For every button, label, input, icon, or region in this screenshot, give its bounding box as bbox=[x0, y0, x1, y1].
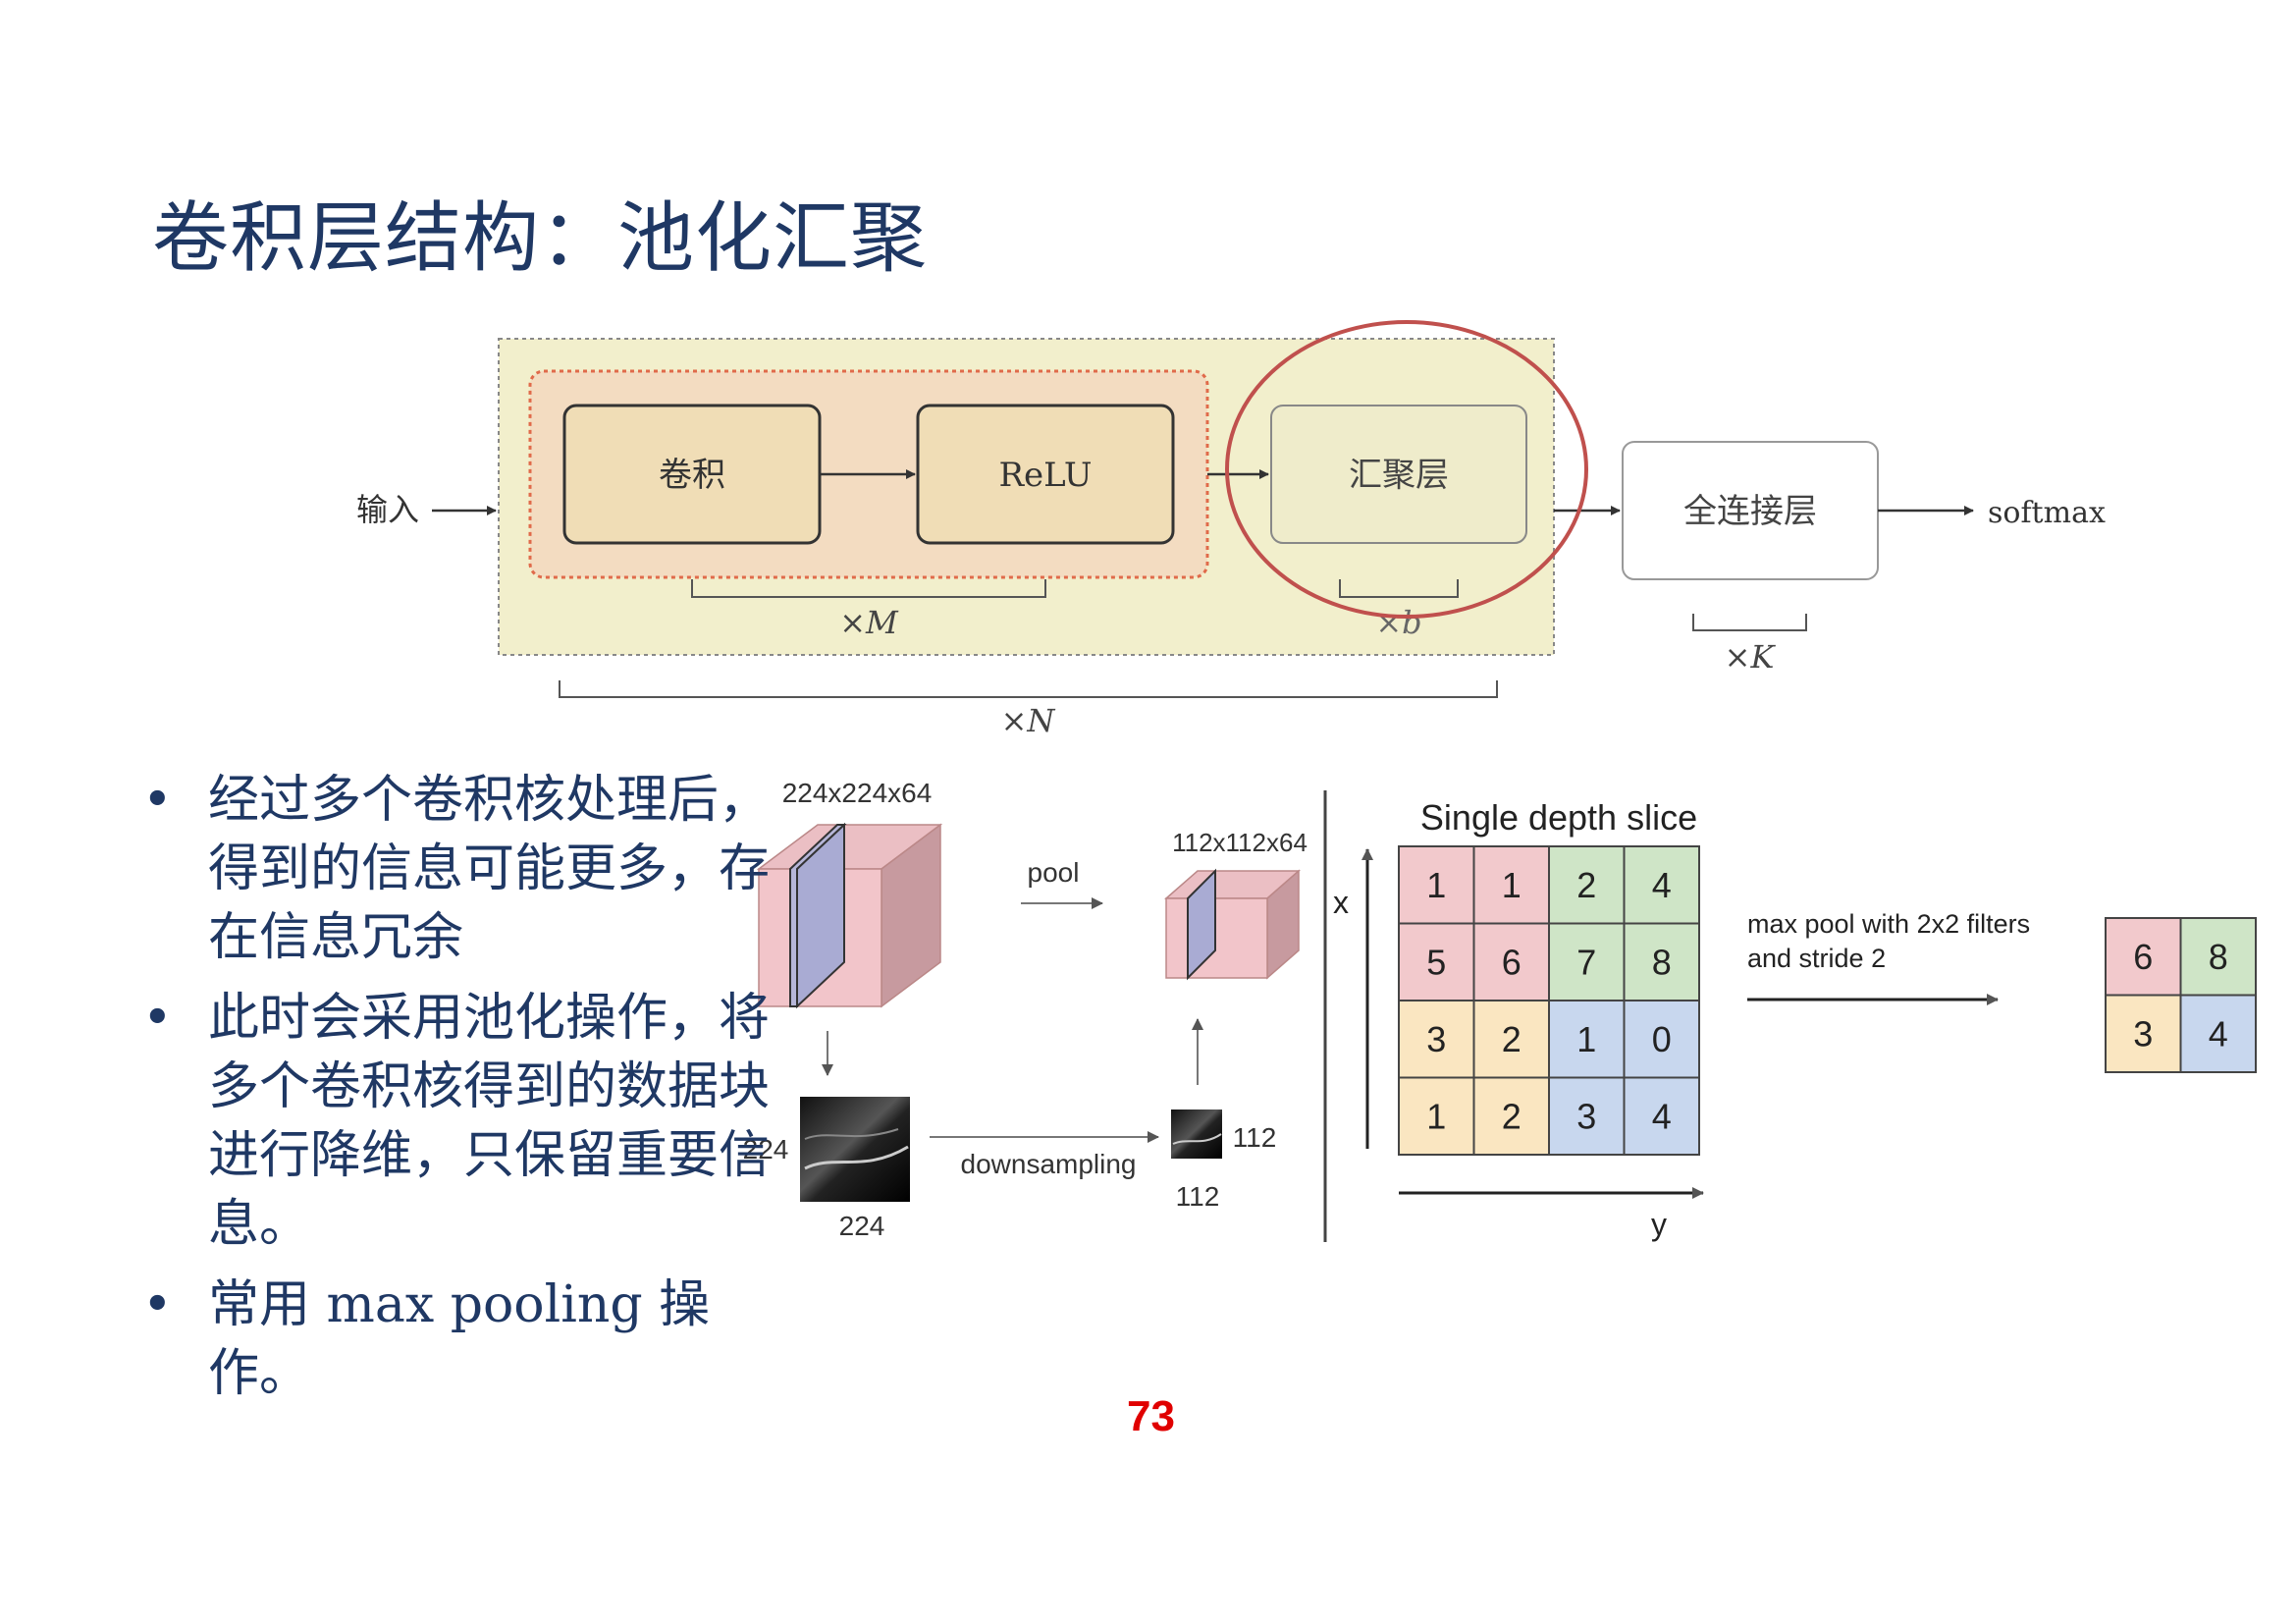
bullet-list: 经过多个卷积核处理后，得到的信息可能更多，存在信息冗余 此时会采用池化操作，将多… bbox=[137, 766, 775, 1420]
output-width: 112 bbox=[1176, 1181, 1220, 1212]
caption-line2: and stride 2 bbox=[1747, 944, 1886, 973]
grid-value: 3 bbox=[1426, 1019, 1446, 1059]
grid-value: 1 bbox=[1426, 865, 1446, 905]
repeat-b: ×b bbox=[1375, 604, 1421, 641]
grid-value: 3 bbox=[1576, 1097, 1596, 1137]
grid-value: 4 bbox=[1652, 1097, 1672, 1137]
grid-value: 6 bbox=[2133, 937, 2153, 977]
bullet-item: 此时会采用池化操作，将多个卷积核得到的数据块进行降维，只保留重要信息。 bbox=[137, 984, 775, 1259]
output-feature-map bbox=[1171, 1110, 1222, 1159]
bullet-item: 常用 max pooling 操作。 bbox=[137, 1271, 775, 1408]
pool-label: 汇聚层 bbox=[1349, 456, 1449, 495]
input-grid: 1 1 2 4 5 6 7 8 3 2 1 0 1 2 3 4 bbox=[1399, 846, 1699, 1155]
caption-line1: max pool with 2x2 filters bbox=[1747, 909, 2030, 939]
grid-value: 2 bbox=[1502, 1097, 1522, 1137]
downsampling-label: downsampling bbox=[961, 1149, 1137, 1179]
output-volume-front bbox=[1166, 898, 1267, 978]
input-dims: 224x224x64 bbox=[782, 778, 933, 808]
grid-value: 4 bbox=[1652, 865, 1672, 905]
input-label: 输入 bbox=[356, 491, 419, 528]
grid-value: 1 bbox=[1426, 1097, 1446, 1137]
y-axis-label: y bbox=[1651, 1207, 1667, 1242]
pooling-illustration: 224x224x64 pool 112x112x64 224 224 downs… bbox=[743, 778, 1325, 1242]
x-axis-label: x bbox=[1333, 885, 1349, 920]
page-number: 73 bbox=[1127, 1392, 1175, 1441]
architecture-diagram: 卷积 ReLU 汇聚层 全连接层 输入 softmax ×M ×b ×N ×K bbox=[356, 322, 2106, 739]
grid-value: 0 bbox=[1652, 1019, 1672, 1059]
repeat-k: ×K bbox=[1725, 638, 1777, 676]
output-dims: 112x112x64 bbox=[1172, 828, 1308, 857]
brace-n bbox=[560, 680, 1497, 697]
pool-arrow-label: pool bbox=[1028, 857, 1080, 888]
input-feature-map bbox=[800, 1097, 910, 1202]
grid-value: 2 bbox=[1576, 865, 1596, 905]
brace-k bbox=[1693, 614, 1806, 630]
repeat-m: ×M bbox=[839, 604, 899, 641]
fc-label: 全连接层 bbox=[1683, 492, 1817, 531]
grid-value: 3 bbox=[2133, 1014, 2153, 1055]
input-width: 224 bbox=[839, 1211, 885, 1241]
grid-value: 1 bbox=[1576, 1019, 1596, 1059]
bullet-item: 经过多个卷积核处理后，得到的信息可能更多，存在信息冗余 bbox=[137, 766, 775, 972]
relu-label: ReLU bbox=[998, 456, 1092, 495]
output-label: softmax bbox=[1988, 496, 2106, 530]
grid-value: 8 bbox=[2209, 937, 2228, 977]
slice-title: Single depth slice bbox=[1420, 797, 1697, 838]
output-grid: 6 8 3 4 bbox=[2106, 918, 2256, 1072]
grid-value: 1 bbox=[1502, 865, 1522, 905]
grid-value: 2 bbox=[1502, 1019, 1522, 1059]
grid-value: 8 bbox=[1652, 943, 1672, 983]
conv-label: 卷积 bbox=[659, 456, 725, 495]
grid-value: 6 bbox=[1502, 943, 1522, 983]
repeat-n: ×N bbox=[1001, 702, 1056, 739]
output-height: 112 bbox=[1233, 1122, 1277, 1153]
grid-value: 5 bbox=[1426, 943, 1446, 983]
grid-value: 7 bbox=[1576, 943, 1596, 983]
grid-value: 4 bbox=[2209, 1014, 2228, 1055]
